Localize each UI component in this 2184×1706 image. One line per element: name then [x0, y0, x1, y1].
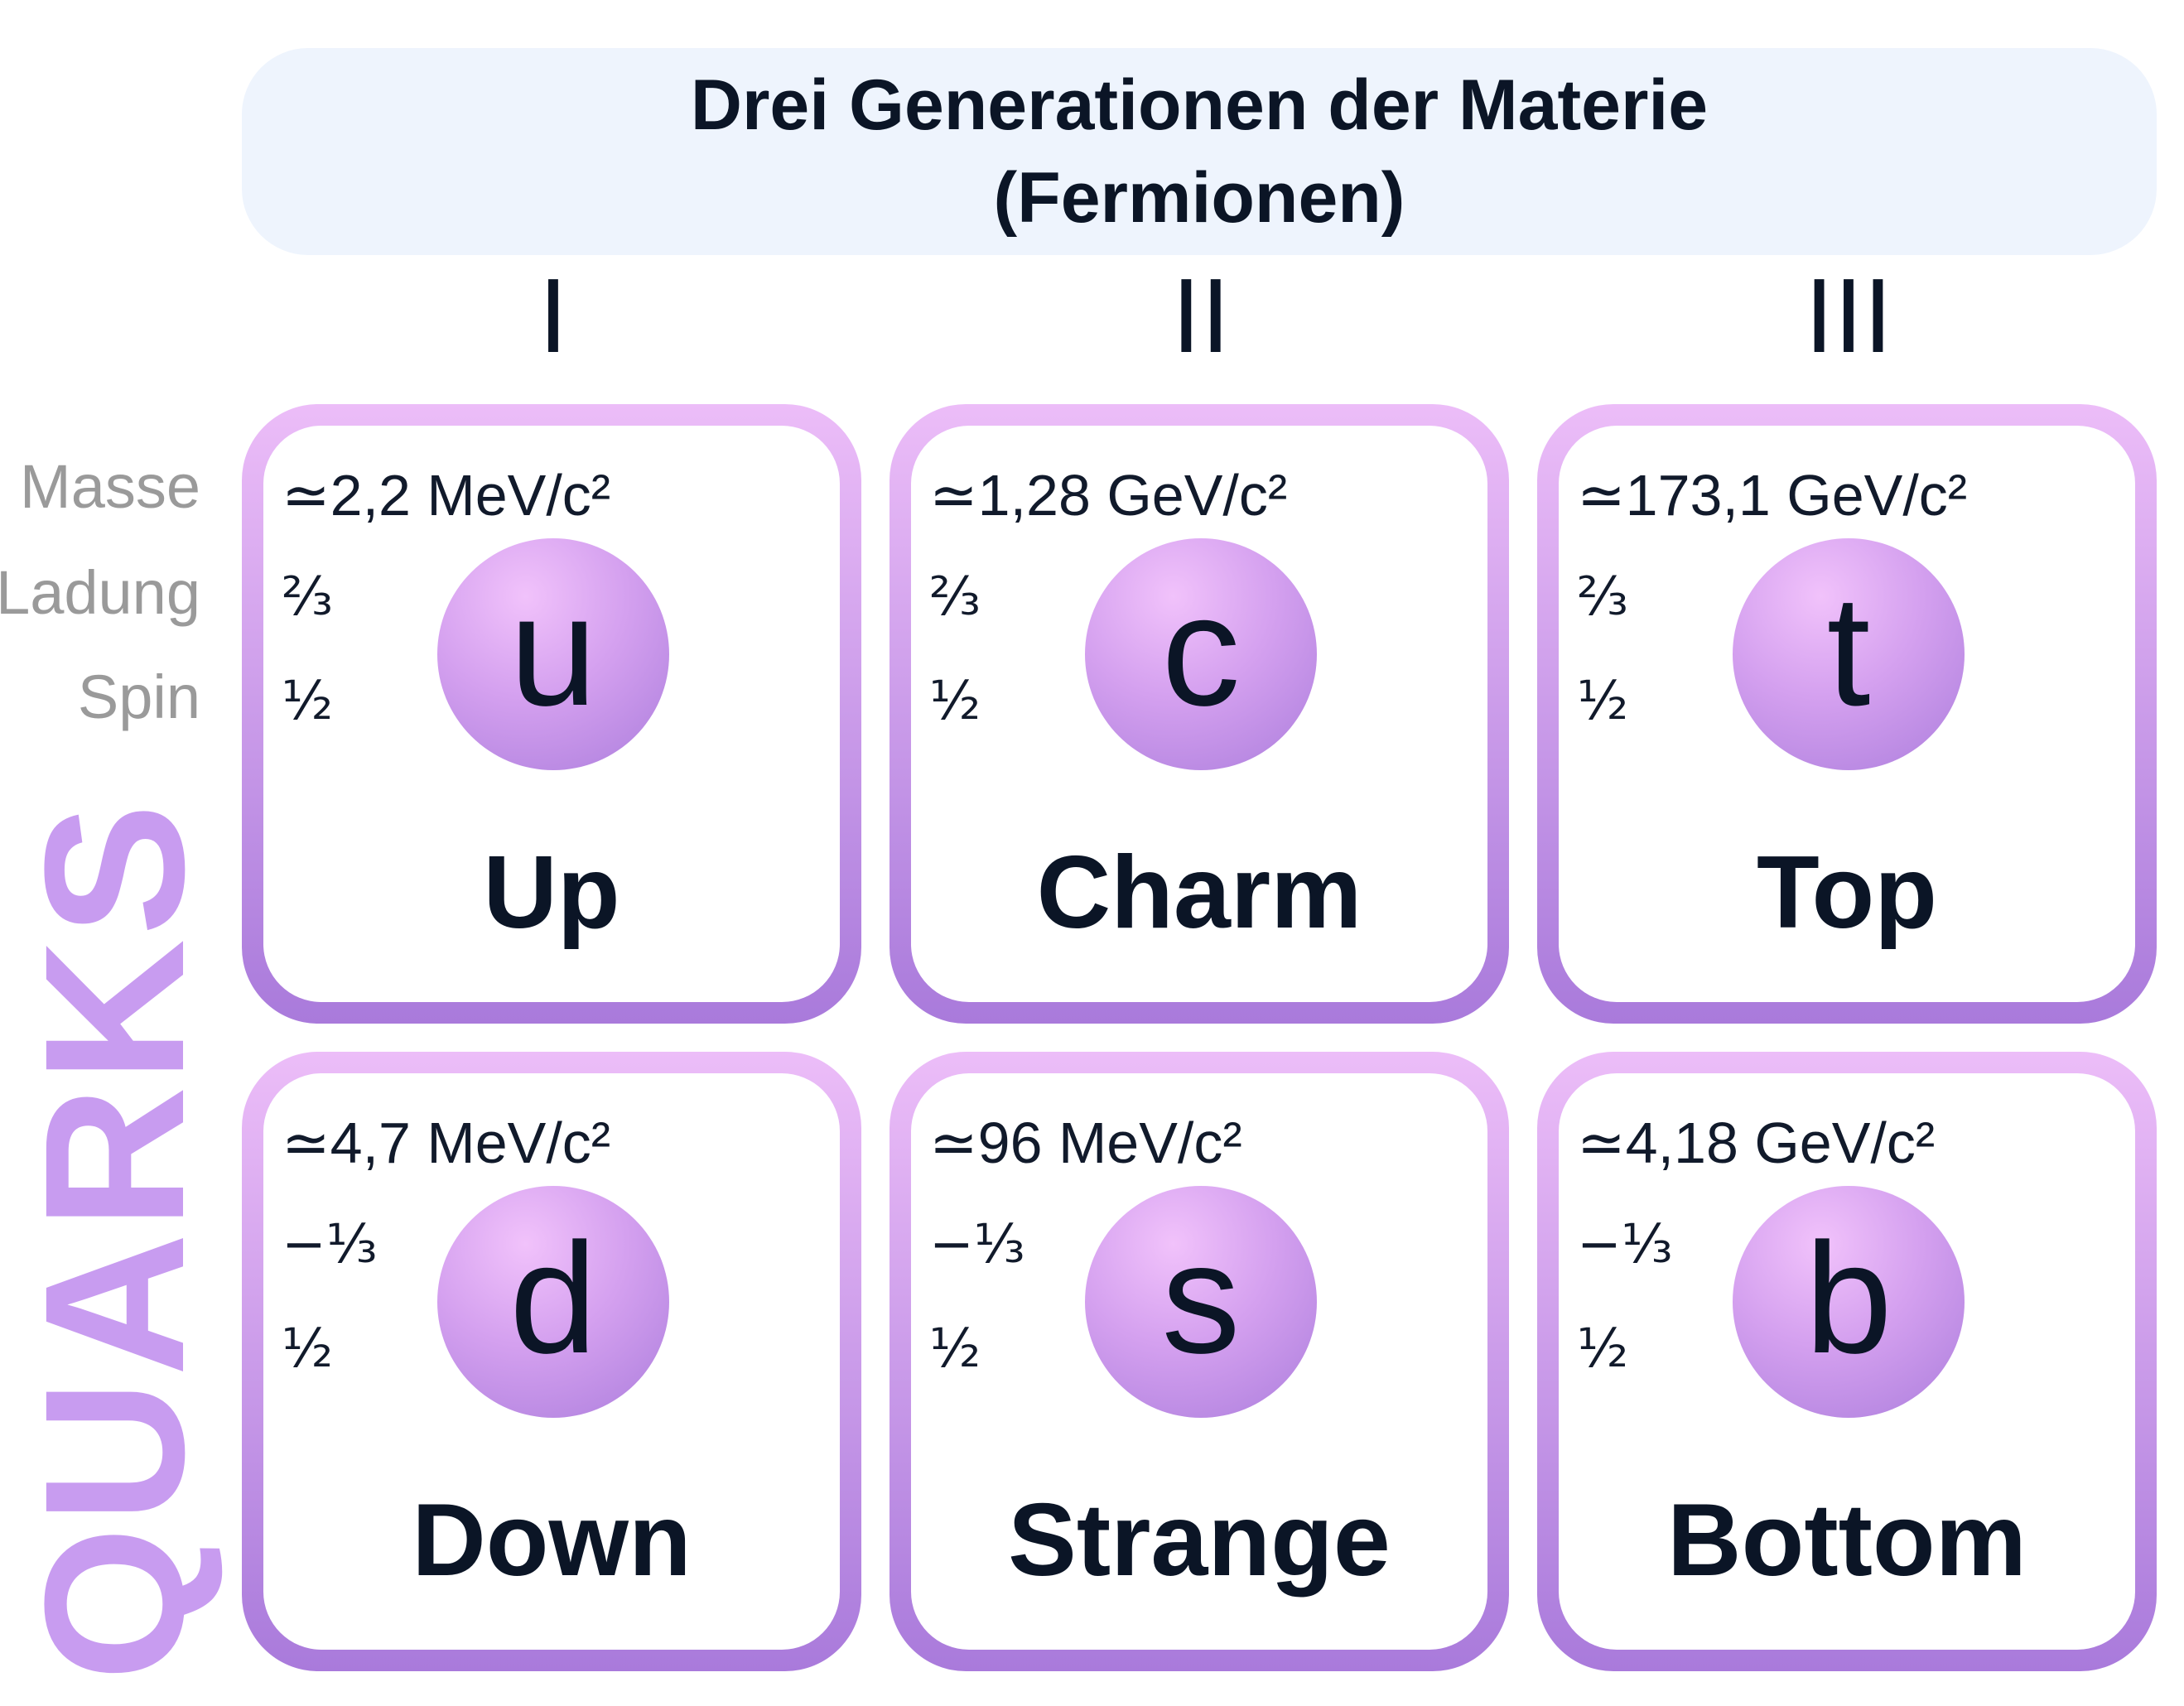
particle-name: Strange: [1008, 1483, 1391, 1598]
particle-card-charm: ≃1,28 GeV/c² ⅔ ½ c Charm: [890, 404, 1509, 1024]
particle-symbol: u: [509, 563, 597, 739]
particle-symbol-circle: t: [1733, 538, 1965, 770]
particle-name: Charm: [1036, 836, 1362, 950]
particle-symbol-circle: b: [1733, 1186, 1965, 1418]
spin-value: ½: [929, 671, 981, 732]
particle-symbol-circle: s: [1085, 1186, 1317, 1418]
particle-symbol-circle: u: [437, 538, 669, 770]
spin-value: ½: [1577, 1318, 1629, 1380]
particle-name: Down: [412, 1483, 692, 1598]
particle-symbol: c: [1161, 563, 1241, 739]
generation-2-label: II: [1171, 261, 1231, 376]
mass-value: ≃96 MeV/c²: [929, 1111, 1242, 1175]
charge-value: −⅓: [929, 1214, 1025, 1275]
particle-symbol: t: [1826, 563, 1871, 739]
spin-value: ½: [282, 671, 334, 732]
mass-value: ≃4,7 MeV/c²: [282, 1111, 611, 1175]
spin-value: ½: [1577, 671, 1629, 732]
title-line-2: (Fermionen): [993, 158, 1405, 238]
row-label-spin: Spin: [77, 663, 200, 731]
particle-symbol: b: [1805, 1211, 1892, 1386]
charge-value: ⅔: [929, 566, 981, 628]
row-label-mass: Masse: [20, 452, 200, 521]
charge-value: −⅓: [282, 1214, 378, 1275]
mass-value: ≃4,18 GeV/c²: [1577, 1111, 1936, 1175]
spin-value: ½: [282, 1318, 334, 1380]
particle-card-up: ≃2,2 MeV/c² ⅔ ½ u Up: [242, 404, 861, 1024]
particle-card-top: ≃173,1 GeV/c² ⅔ ½ t Top: [1537, 404, 2157, 1024]
generation-1-label: I: [538, 261, 568, 376]
particle-symbol: s: [1161, 1211, 1241, 1386]
particle-name: Bottom: [1667, 1483, 2027, 1598]
particle-card-bottom: ≃4,18 GeV/c² −⅓ ½ b Bottom: [1537, 1052, 2157, 1671]
mass-value: ≃2,2 MeV/c²: [282, 463, 611, 528]
particle-symbol: d: [509, 1211, 597, 1386]
particle-symbol-circle: c: [1085, 538, 1317, 770]
particle-name: Top: [1756, 836, 1938, 950]
particle-name: Up: [483, 836, 620, 950]
particle-symbol-circle: d: [437, 1186, 669, 1418]
mass-value: ≃173,1 GeV/c²: [1577, 463, 1968, 528]
title-line-1: Drei Generationen der Materie: [690, 65, 1709, 145]
particle-card-down: ≃4,7 MeV/c² −⅓ ½ d Down: [242, 1052, 861, 1671]
charge-value: −⅓: [1577, 1214, 1673, 1275]
quarks-category-label: QUARKS: [3, 799, 225, 1681]
charge-value: ⅔: [1577, 566, 1629, 628]
header-banner: Drei Generationen der Materie (Fermionen…: [242, 48, 2157, 255]
generation-3-label: III: [1804, 261, 1893, 376]
row-label-charge: Ladung: [0, 558, 200, 627]
particle-card-strange: ≃96 MeV/c² −⅓ ½ s Strange: [890, 1052, 1509, 1671]
mass-value: ≃1,28 GeV/c²: [929, 463, 1288, 528]
spin-value: ½: [929, 1318, 981, 1380]
charge-value: ⅔: [282, 566, 334, 628]
